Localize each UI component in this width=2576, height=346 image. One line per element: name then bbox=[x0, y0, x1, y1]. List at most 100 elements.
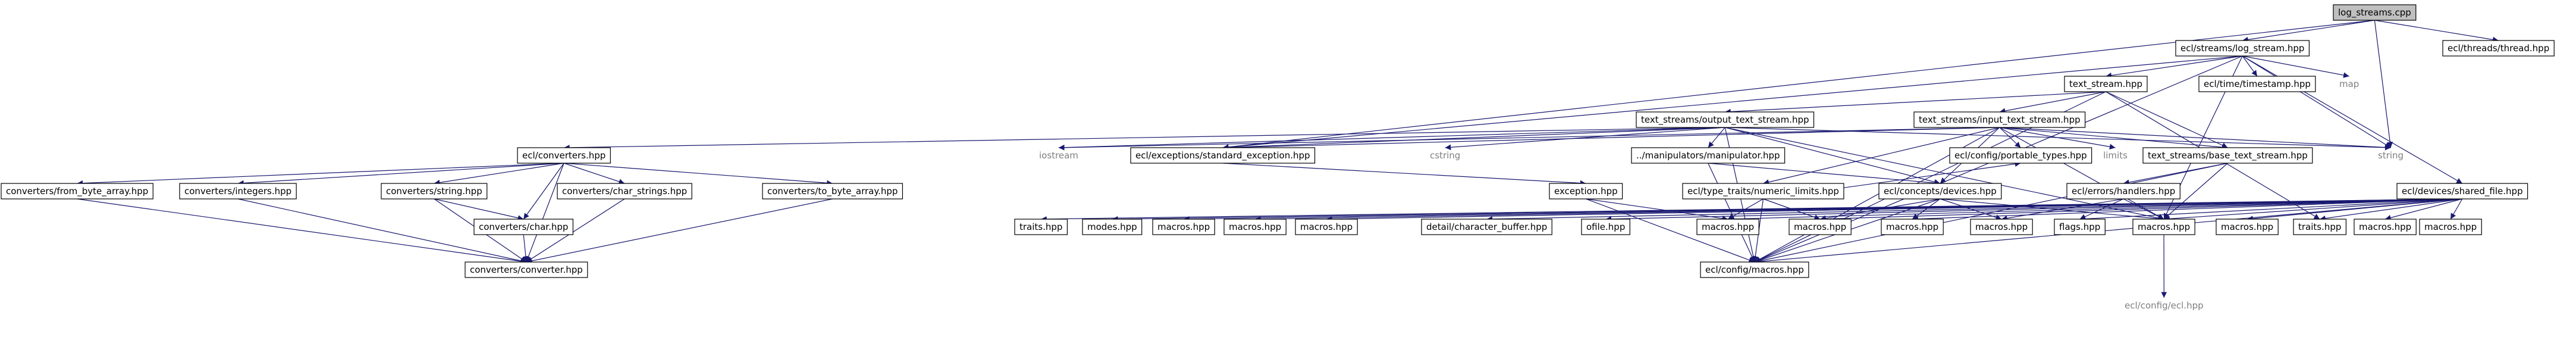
node-label: macros.hpp bbox=[2359, 222, 2411, 232]
node-macros-b[interactable]: macros.hpp bbox=[1789, 219, 1852, 235]
node-box bbox=[1549, 183, 1623, 200]
node-macros-e[interactable]: macros.hpp bbox=[2216, 219, 2279, 235]
node-label: modes.hpp bbox=[1087, 222, 1137, 232]
node-macros-d[interactable]: macros.hpp bbox=[1970, 219, 2033, 235]
node-macros-h[interactable]: macros.hpp bbox=[2419, 219, 2482, 235]
node-label: log_streams.cpp bbox=[2338, 7, 2411, 18]
node-input-text-stream[interactable]: text_streams/input_text_stream.hpp bbox=[1913, 111, 2086, 128]
node-ofile[interactable]: ofile.hpp bbox=[1581, 219, 1630, 235]
node-macros-f[interactable]: macros.hpp bbox=[2132, 219, 2195, 235]
edge-converters_hpp-to-converter bbox=[525, 163, 564, 263]
node-concepts-devices[interactable]: ecl/concepts/devices.hpp bbox=[1878, 183, 2002, 200]
node-char-strings[interactable]: converters/char_strings.hpp bbox=[557, 183, 692, 200]
node-output-text-stream[interactable]: text_streams/output_text_stream.hpp bbox=[1636, 111, 1815, 128]
node-integers[interactable]: converters/integers.hpp bbox=[179, 183, 297, 200]
node-macros-a[interactable]: macros.hpp bbox=[1696, 219, 1759, 235]
edge-log_stream_hpp-to-standard_exception bbox=[1222, 55, 2243, 150]
node-converter[interactable]: converters/converter.hpp bbox=[465, 261, 588, 278]
node-exception-hpp[interactable]: exception.hpp bbox=[1549, 183, 1623, 200]
node-label: ../manipulators/manipulator.hpp bbox=[1636, 150, 1780, 161]
edge-input_text_stream-to-limits bbox=[1999, 127, 2116, 150]
node-flags[interactable]: flags.hpp bbox=[2054, 219, 2106, 235]
node-label: ecl/threads/thread.hpp bbox=[2448, 43, 2549, 54]
edge-log_streams_cpp-to-string bbox=[2374, 20, 2393, 148]
node-label: converters/from_byte_array.hpp bbox=[6, 186, 148, 197]
edge-text_stream_hpp-to-output_text_stream bbox=[1725, 91, 2106, 115]
node-thread-hpp[interactable]: ecl/threads/thread.hpp bbox=[2442, 40, 2555, 57]
node-box bbox=[1130, 147, 1316, 164]
node-standard-exception[interactable]: ecl/exceptions/standard_exception.hpp bbox=[1130, 147, 1316, 164]
node-box bbox=[179, 183, 297, 200]
node-label: converters/converter.hpp bbox=[470, 264, 583, 275]
edge-shared_file-to-config_macros bbox=[1754, 198, 2462, 264]
node-errors-handlers[interactable]: ecl/errors/handlers.hpp bbox=[2066, 183, 2180, 200]
node-from-byte-array[interactable]: converters/from_byte_array.hpp bbox=[1, 183, 153, 200]
node-converters-hpp[interactable]: ecl/converters.hpp bbox=[517, 147, 611, 164]
edge-shared_file-to-macros_b bbox=[1820, 198, 2462, 222]
node-label: macros.hpp bbox=[1975, 222, 2028, 232]
edge-converters_hpp-to-to_byte_array bbox=[564, 163, 833, 186]
edge-log_stream_hpp-to-string bbox=[2242, 55, 2391, 148]
node-conv-char[interactable]: converters/char.hpp bbox=[473, 219, 574, 235]
edge-shared_file-to-macros_k bbox=[1326, 198, 2462, 222]
node-manipulator[interactable]: ../manipulators/manipulator.hpp bbox=[1631, 147, 1786, 164]
node-box bbox=[1631, 147, 1786, 164]
node-shared-file[interactable]: ecl/devices/shared_file.hpp bbox=[2396, 183, 2528, 200]
node-timestamp-hpp[interactable]: ecl/time/timestamp.hpp bbox=[2198, 76, 2316, 92]
node-traits-a[interactable]: traits.hpp bbox=[2293, 219, 2347, 235]
edge-shared_file-to-flags bbox=[2079, 198, 2462, 222]
node-label: converters/to_byte_array.hpp bbox=[767, 186, 898, 197]
edge-shared_file-to-macros_g bbox=[2384, 198, 2462, 221]
node-traits-b[interactable]: traits.hpp bbox=[1014, 219, 1068, 235]
node-base-text-stream[interactable]: text_streams/base_text_stream.hpp bbox=[2142, 147, 2313, 164]
node-box bbox=[1295, 219, 1358, 235]
nodes-layer: log_streams.cpp ecl/streams/log_stream.hp… bbox=[1, 4, 2555, 311]
node-modes[interactable]: modes.hpp bbox=[1082, 219, 1143, 235]
node-portable-types[interactable]: ecl/config/portable_types.hpp bbox=[1949, 147, 2092, 164]
node-numeric-limits[interactable]: ecl/type_traits/numeric_limits.hpp bbox=[1682, 183, 1844, 200]
edge-char_strings-to-converter bbox=[526, 198, 625, 263]
edge-log_stream_hpp-to-map bbox=[2242, 55, 2349, 78]
node-cstring: cstring bbox=[1430, 150, 1460, 161]
edge-converters_hpp-to-conv_string bbox=[434, 163, 564, 186]
node-box bbox=[2054, 219, 2106, 235]
node-macros-k[interactable]: macros.hpp bbox=[1295, 219, 1358, 235]
node-box bbox=[1696, 219, 1759, 235]
node-label: macros.hpp bbox=[1794, 222, 1846, 232]
node-char-buffer[interactable]: detail/character_buffer.hpp bbox=[1421, 219, 1552, 235]
node-label: traits.hpp bbox=[1019, 222, 1062, 232]
node-macros-i[interactable]: macros.hpp bbox=[1152, 219, 1215, 235]
node-box bbox=[1682, 183, 1844, 200]
node-box bbox=[381, 183, 488, 200]
node-label: ecl/exceptions/standard_exception.hpp bbox=[1135, 150, 1310, 161]
node-config-macros[interactable]: ecl/config/macros.hpp bbox=[1700, 261, 1809, 278]
node-conv-string[interactable]: converters/string.hpp bbox=[381, 183, 488, 200]
node-label: text_stream.hpp bbox=[2069, 79, 2142, 90]
edge-errors_handlers-to-macros_d bbox=[2001, 198, 2124, 222]
node-macros-j[interactable]: macros.hpp bbox=[1223, 219, 1287, 235]
node-text-stream-hpp[interactable]: text_stream.hpp bbox=[2064, 76, 2148, 92]
node-label: converters/char_strings.hpp bbox=[562, 186, 687, 197]
node-label: text_streams/base_text_stream.hpp bbox=[2148, 150, 2308, 161]
node-label: macros.hpp bbox=[1229, 222, 1281, 232]
edge-shared_file-to-char_buffer bbox=[1486, 198, 2462, 222]
node-box bbox=[1223, 219, 1287, 235]
node-box bbox=[2175, 40, 2310, 57]
edge-shared_file-to-macros_c bbox=[1912, 198, 2462, 222]
node-box bbox=[2132, 219, 2195, 235]
node-log-streams-cpp[interactable]: log_streams.cpp bbox=[2333, 4, 2417, 21]
node-macros-g[interactable]: macros.hpp bbox=[2354, 219, 2417, 235]
node-label: ecl/type_traits/numeric_limits.hpp bbox=[1687, 186, 1839, 197]
node-label: converters/char.hpp bbox=[479, 222, 568, 232]
node-box bbox=[1, 183, 153, 200]
node-log-stream-hpp[interactable]: ecl/streams/log_stream.hpp bbox=[2175, 40, 2310, 57]
edge-converters_hpp-to-from_byte_array bbox=[77, 163, 564, 186]
node-macros-c[interactable]: macros.hpp bbox=[1881, 219, 1944, 235]
edge-conv_string-to-conv_char bbox=[434, 198, 524, 221]
node-string: string bbox=[2378, 150, 2404, 161]
node-label: macros.hpp bbox=[2138, 222, 2190, 232]
node-to-byte-array[interactable]: converters/to_byte_array.hpp bbox=[762, 183, 903, 200]
node-iostream: iostream bbox=[1039, 150, 1078, 161]
node-box bbox=[2442, 40, 2555, 57]
node-box bbox=[2064, 76, 2148, 92]
